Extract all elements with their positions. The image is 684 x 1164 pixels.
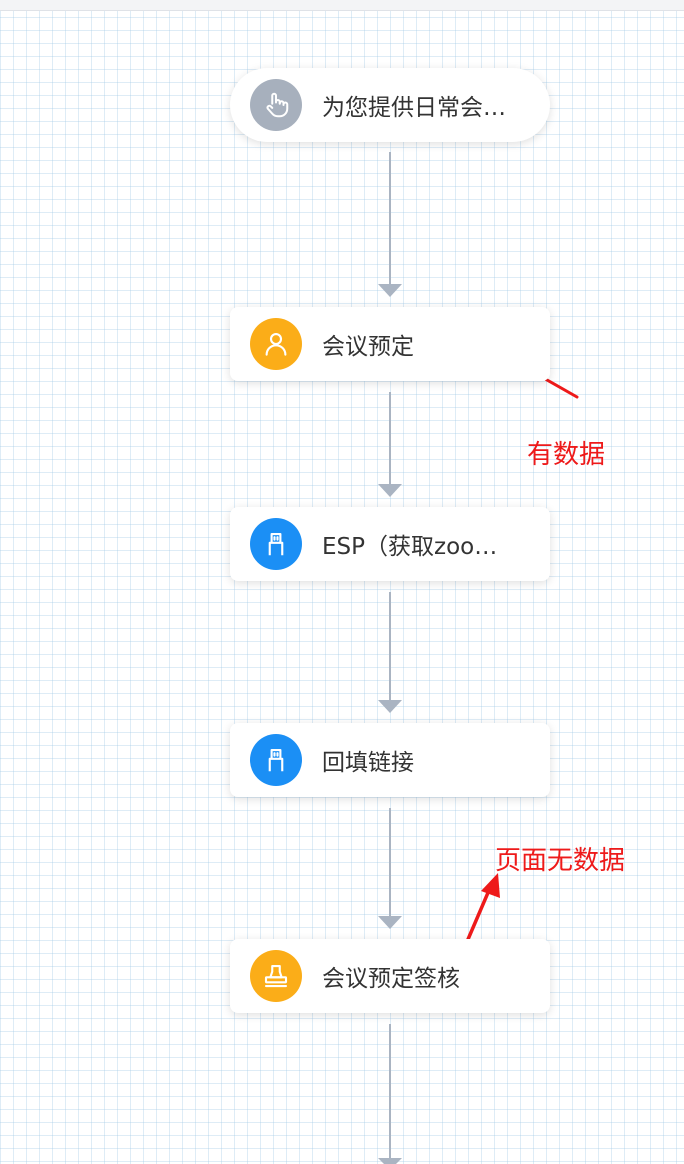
node-icon-circle — [250, 79, 302, 131]
connector-4 — [378, 808, 402, 929]
arrowhead — [378, 916, 402, 929]
flow-node-start[interactable]: 为您提供日常会… — [230, 68, 550, 142]
node-label: ESP（获取zoo… — [322, 534, 498, 560]
top-toolbar-strip — [0, 0, 684, 11]
arrowhead — [378, 484, 402, 497]
node-icon-circle — [250, 950, 302, 1002]
arrowhead — [378, 284, 402, 297]
node-label: 会议预定 — [322, 334, 414, 360]
flow-node-backfill-link[interactable]: 回填链接 — [230, 723, 550, 797]
connector-2 — [378, 392, 402, 497]
annotation-no-data: 页面无数据 — [495, 846, 626, 876]
usb-plug-icon — [268, 532, 284, 556]
stamp-icon — [264, 964, 288, 988]
annotation-has-data: 有数据 — [527, 440, 606, 470]
node-label: 会议预定签核 — [322, 966, 460, 992]
connector-5 — [378, 1024, 402, 1164]
annotation-arrowhead — [481, 873, 500, 898]
node-label: 为您提供日常会… — [322, 95, 506, 121]
arrowhead — [378, 1158, 402, 1164]
node-icon-circle — [250, 318, 302, 370]
user-icon — [265, 332, 287, 356]
hand-pointer-icon — [266, 92, 289, 118]
node-icon-circle — [250, 734, 302, 786]
node-label: 回填链接 — [322, 750, 414, 776]
connector-1 — [378, 152, 402, 297]
connector-3 — [378, 592, 402, 713]
arrowhead — [378, 700, 402, 713]
flow-node-meeting-booking[interactable]: 会议预定 — [230, 307, 550, 381]
usb-plug-icon — [268, 748, 284, 772]
node-icon-circle — [250, 518, 302, 570]
flow-node-booking-approval[interactable]: 会议预定签核 — [230, 939, 550, 1013]
flow-node-esp[interactable]: ESP（获取zoo… — [230, 507, 550, 581]
